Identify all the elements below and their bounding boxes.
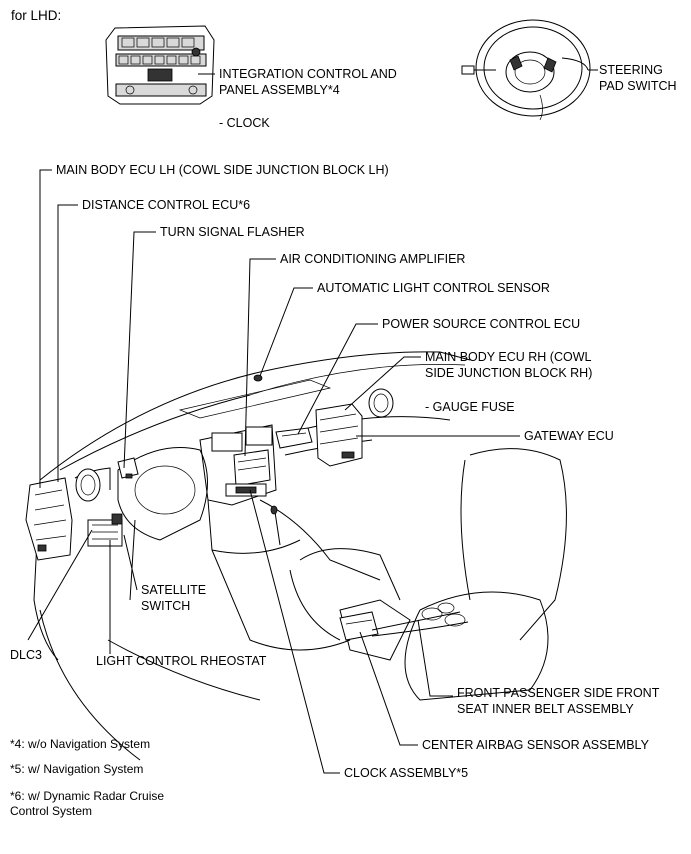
seat-belt-assembly-illustration [371, 602, 469, 637]
label-automatic-light-control-sensor: AUTOMATIC LIGHT CONTROL SENSOR [317, 281, 550, 295]
auto-light-sensor-illustration [253, 374, 263, 382]
leader-lines [27, 69, 598, 774]
label-front-passenger-line2: SEAT INNER BELT ASSEMBLY [457, 702, 634, 716]
label-turn-signal-flasher: TURN SIGNAL FLASHER [160, 225, 305, 239]
label-satellite-line1: SATELLITE [141, 583, 207, 597]
seat-illustration [289, 448, 567, 701]
label-main-body-ecu-lh: MAIN BODY ECU LH (COWL SIDE JUNCTION BLO… [56, 163, 389, 177]
label-air-conditioning-amplifier: AIR CONDITIONING AMPLIFIER [280, 252, 466, 266]
label-clock-sub: - CLOCK [219, 116, 270, 130]
air-conditioning-amplifier-illustration [233, 449, 271, 487]
label-dlc3: DLC3 [10, 648, 42, 662]
clock-assembly-illustration [225, 483, 267, 497]
label-front-passenger-line1: FRONT PASSENGER SIDE FRONT [457, 686, 660, 700]
label-power-source-control-ecu: POWER SOURCE CONTROL ECU [382, 317, 581, 331]
label-steering-line1: STEERING [599, 63, 663, 77]
turn-signal-flasher-illustration [117, 457, 139, 479]
integration-panel-illustration [105, 25, 215, 105]
heading: for LHD: [11, 8, 62, 23]
center-airbag-sensor-illustration [339, 611, 379, 641]
note-5: *5: w/ Navigation System [10, 762, 144, 776]
label-light-control-rheostat: LIGHT CONTROL RHEOSTAT [96, 654, 267, 668]
label-integration-line1: INTEGRATION CONTROL AND [219, 67, 397, 81]
label-gateway-ecu: GATEWAY ECU [524, 429, 614, 443]
label-gauge-fuse: - GAUGE FUSE [425, 400, 515, 414]
main-body-ecu-lh-illustration [25, 477, 73, 561]
satellite-switch-illustration [87, 513, 123, 547]
note-6-line1: *6: w/ Dynamic Radar Cruise [10, 789, 165, 803]
note-4: *4: w/o Navigation System [10, 737, 151, 751]
main-body-ecu-rh-illustration [315, 403, 363, 467]
label-integration-line2: PANEL ASSEMBLY*4 [219, 83, 340, 97]
steering-wheel-illustration [461, 19, 591, 121]
dashboard-illustration [33, 351, 471, 761]
label-clock-assembly: CLOCK ASSEMBLY*5 [344, 766, 469, 780]
label-satellite-line2: SWITCH [141, 599, 191, 613]
note-6-line2: Control System [10, 804, 93, 818]
label-main-body-ecu-rh-line2: SIDE JUNCTION BLOCK RH) [425, 366, 593, 380]
power-source-ecu-illustration [275, 427, 313, 449]
label-distance-control-ecu: DISTANCE CONTROL ECU*6 [82, 198, 251, 212]
label-center-airbag-sensor: CENTER AIRBAG SENSOR ASSEMBLY [422, 738, 649, 752]
label-steering-line2: PAD SWITCH [599, 79, 677, 93]
label-main-body-ecu-rh-line1: MAIN BODY ECU RH (COWL [425, 350, 592, 364]
